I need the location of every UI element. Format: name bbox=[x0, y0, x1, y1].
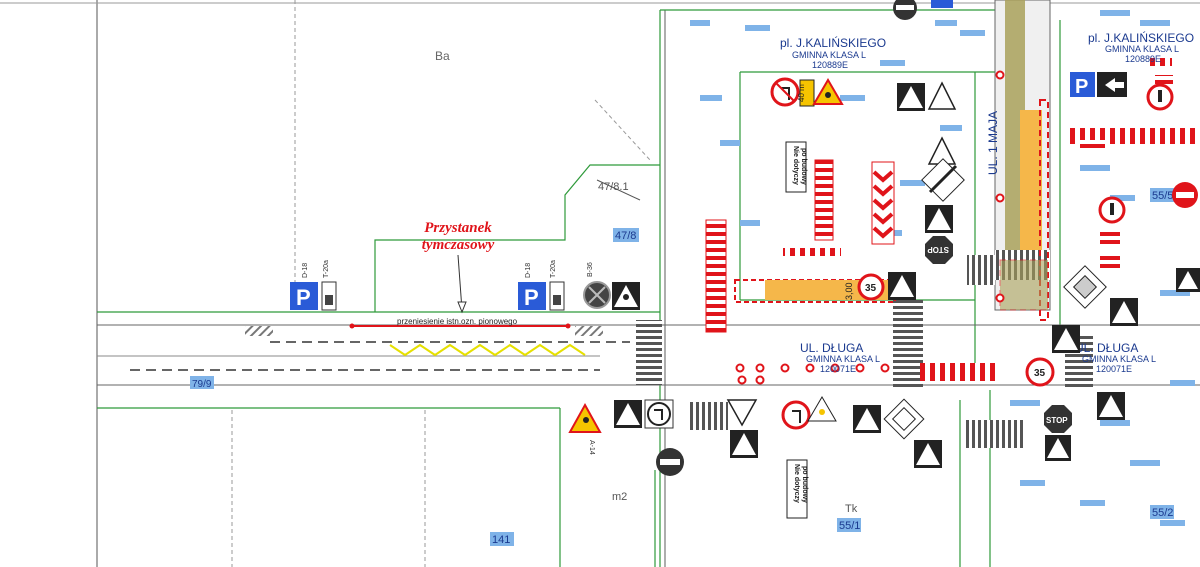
priority-road-sign-right bbox=[1063, 265, 1107, 309]
sign-code-t20a-right: T-20a bbox=[550, 260, 557, 278]
svg-text:P: P bbox=[296, 285, 311, 310]
pedestrian-crossing-sign-right4 bbox=[1045, 435, 1071, 461]
svg-text:120071E: 120071E bbox=[820, 364, 856, 374]
temporary-stop-subtitle: tymczasowy bbox=[422, 237, 495, 253]
road-dluga bbox=[97, 300, 1200, 390]
street-dluga-right: UL. DŁUGA GMINNA KLASA L 120071E bbox=[1075, 341, 1156, 374]
svg-text:pl. J.KALIŃSKIEGO: pl. J.KALIŃSKIEGO bbox=[780, 35, 886, 50]
no-left-turn-sign-top bbox=[770, 77, 800, 107]
pedestrian-crossing-sign-right3 bbox=[1097, 392, 1125, 420]
pedestrian-crossing-sign-right bbox=[1052, 325, 1080, 353]
svg-text:120071E: 120071E bbox=[1096, 364, 1132, 374]
parking-sign-right: P D-18 T-20a bbox=[518, 260, 565, 311]
pedestrian-crossing-sign-2 bbox=[614, 400, 642, 428]
speed-limit-sign-mid: 35 bbox=[857, 273, 885, 301]
svg-text:Nie dotyczy: Nie dotyczy bbox=[793, 464, 800, 503]
no-left-turn-sign bbox=[644, 399, 674, 429]
no-pedestrians-sign bbox=[1146, 83, 1174, 111]
svg-text:GMINNA KLASA L: GMINNA KLASA L bbox=[1105, 44, 1179, 54]
no-pedestrians-sign-2 bbox=[1098, 196, 1126, 224]
sign-code-d18-right: D-18 bbox=[525, 263, 532, 278]
svg-text:A-14: A-14 bbox=[588, 440, 595, 455]
svg-text:35: 35 bbox=[1034, 368, 1046, 379]
parcel-47-8: 47/8 bbox=[615, 230, 636, 242]
warning-sign-bottom bbox=[726, 399, 758, 427]
no-left-turn-sign-bottom bbox=[781, 400, 811, 430]
dimension-3-00: 3,00 bbox=[844, 282, 854, 300]
svg-text:GMINNA KLASA L: GMINNA KLASA L bbox=[806, 354, 880, 364]
pedestrian-crossing-sign-mid bbox=[925, 205, 953, 233]
svg-text:UL. DŁUGA: UL. DŁUGA bbox=[1075, 341, 1138, 355]
pedestrian-crossing-sign-bottom3 bbox=[914, 440, 942, 468]
stop-sign-right: STOP bbox=[1044, 405, 1072, 433]
sign-code-t20a-left: T-20a bbox=[323, 260, 330, 278]
parcel-ba: Ba bbox=[435, 49, 450, 63]
no-entry-sign bbox=[1172, 182, 1198, 208]
svg-text:120889E: 120889E bbox=[812, 60, 848, 70]
pedestrian-crossing-sign-far-right bbox=[1176, 268, 1200, 292]
street-1-maja: UL. 1 MAJA bbox=[986, 111, 1000, 175]
parcel-47-8-1: 47/8.1 bbox=[598, 181, 629, 193]
svg-text:GMINNA KLASA L: GMINNA KLASA L bbox=[1082, 354, 1156, 364]
svg-text:35: 35 bbox=[865, 283, 877, 294]
svg-text:P: P bbox=[1075, 76, 1088, 98]
notice-box-bottom: Nie dotyczy po budowy bbox=[786, 459, 808, 519]
street-dluga-left: UL. DŁUGA GMINNA KLASA L 120071E bbox=[800, 341, 880, 374]
end-restriction-sign bbox=[656, 448, 684, 476]
svg-text:STOP: STOP bbox=[927, 245, 949, 254]
chevron-sign bbox=[871, 161, 895, 245]
svg-text:STOP: STOP bbox=[1046, 416, 1068, 425]
no-stopping-sign: B-36 bbox=[583, 262, 611, 309]
pedestrian-crossing-sign-right2 bbox=[1110, 298, 1138, 326]
svg-text:po budowy: po budowy bbox=[800, 148, 807, 185]
parcel-55-5: 55/5 bbox=[1152, 190, 1173, 202]
svg-text:GMINNA KLASA L: GMINNA KLASA L bbox=[792, 50, 866, 60]
svg-text:UL. DŁUGA: UL. DŁUGA bbox=[800, 341, 863, 355]
notice-box-top: Nie dotyczy po budowy bbox=[785, 141, 807, 193]
temporary-stop-title: Przystanek bbox=[424, 220, 492, 236]
roadworks-sign-top bbox=[812, 78, 844, 105]
parcel-141: 141 bbox=[492, 534, 510, 546]
parcel-79-9: 79/9 bbox=[192, 379, 212, 390]
svg-text:B-36: B-36 bbox=[587, 262, 594, 277]
priority-road-sign-bottom bbox=[883, 398, 925, 440]
svg-text:40 m: 40 m bbox=[797, 84, 806, 102]
pedestrian-crossing-sign bbox=[612, 282, 640, 310]
parcel-tk: Tk bbox=[845, 503, 858, 515]
svg-text:po budowy: po budowy bbox=[801, 466, 808, 503]
weight-limit-sign: 40 m bbox=[797, 79, 815, 107]
svg-text:pl. J.KALIŃSKIEGO: pl. J.KALIŃSKIEGO bbox=[1088, 30, 1194, 45]
works-area bbox=[705, 58, 1200, 381]
traffic-cones bbox=[735, 70, 1005, 385]
blue-sign-top bbox=[931, 0, 953, 8]
parking-sign-topright: P bbox=[1070, 72, 1095, 98]
parcel-55-2: 55/2 bbox=[1152, 507, 1173, 519]
parcel-m2: m2 bbox=[612, 491, 627, 503]
warning-sign-top bbox=[927, 81, 957, 110]
direction-sign-topright bbox=[1097, 72, 1127, 97]
sign-code-d18-left: D-18 bbox=[302, 263, 309, 278]
street-kalinskiego-left: pl. J.KALIŃSKIEGO GMINNA KLASA L 120889E bbox=[780, 35, 886, 70]
pedestrian-crossing-sign-mid2 bbox=[888, 272, 916, 300]
pedestrian-crossing-sign-bottom bbox=[730, 430, 758, 458]
road-1-maja bbox=[690, 0, 1051, 448]
svg-text:120889E: 120889E bbox=[1125, 54, 1161, 64]
priority-road-end-sign bbox=[921, 158, 965, 202]
pedestrian-crossing-sign-top bbox=[897, 83, 925, 111]
parcel-55-1: 55/1 bbox=[839, 520, 860, 532]
svg-text:Nie dotyczy: Nie dotyczy bbox=[792, 146, 799, 185]
relocation-note: przeniesienie istn.ozn. pionowego bbox=[397, 317, 518, 326]
svg-text:P: P bbox=[524, 285, 539, 310]
parking-sign-left: P D-18 T-20a bbox=[290, 260, 337, 311]
street-kalinskiego-right: pl. J.KALIŃSKIEGO GMINNA KLASA L 120889E bbox=[1088, 30, 1194, 64]
stop-sign-mid: STOP bbox=[925, 236, 953, 264]
stop-sign-top bbox=[893, 0, 917, 20]
speed-limit-sign-right: 35 bbox=[1025, 357, 1055, 387]
pedestrian-crossing-sign-bottom2 bbox=[853, 405, 881, 433]
roadworks-sign-left: A-14 bbox=[568, 402, 602, 455]
roadworks-sign-bottom bbox=[807, 396, 837, 422]
